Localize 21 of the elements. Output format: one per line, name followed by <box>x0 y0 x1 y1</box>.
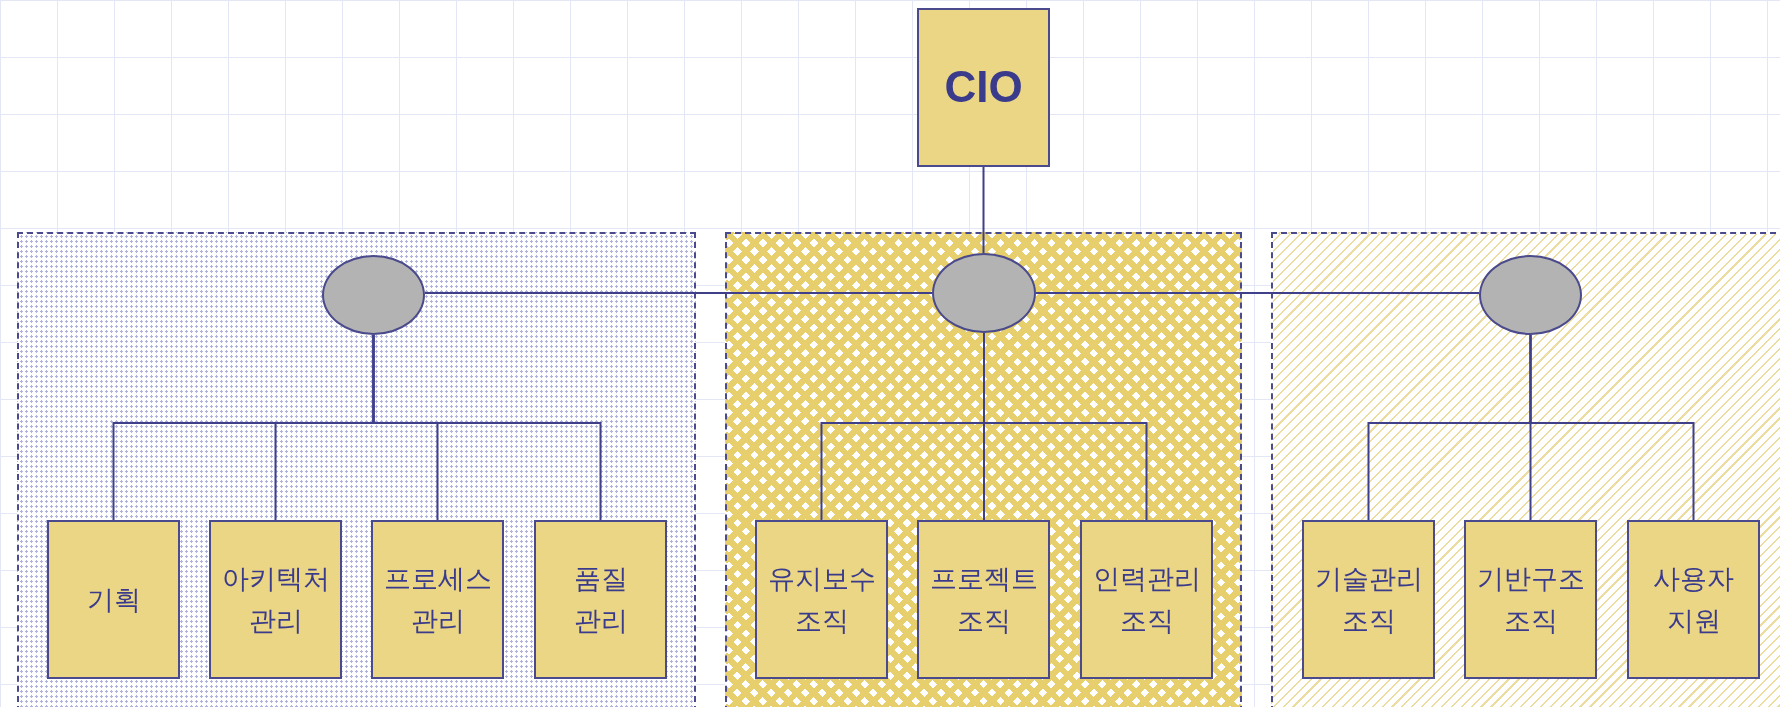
title-box: CIO <box>917 8 1050 167</box>
oval <box>322 255 425 335</box>
org-box: 기반구조 조직 <box>1464 520 1597 679</box>
org-box: 인력관리 조직 <box>1080 520 1213 679</box>
org-box: 유지보수 조직 <box>755 520 888 679</box>
org-box: 기획 <box>47 520 180 679</box>
org-box: 기술관리 조직 <box>1302 520 1435 679</box>
connector-line <box>1529 334 1695 521</box>
org-box: 품질 관리 <box>534 520 667 679</box>
org-box: 프로세스 관리 <box>371 520 504 679</box>
oval <box>1479 255 1582 335</box>
dashed-panel <box>1271 232 1780 707</box>
dashed-panel <box>17 232 696 707</box>
connector-line <box>983 332 1148 521</box>
org-box: 프로젝트 조직 <box>917 520 1050 679</box>
org-box: 아키텍처 관리 <box>209 520 342 679</box>
dashed-panel <box>725 232 1242 707</box>
org-box: 사용자 지원 <box>1627 520 1760 679</box>
connector-line <box>982 166 985 254</box>
oval <box>932 253 1036 333</box>
connector-line <box>372 334 602 521</box>
